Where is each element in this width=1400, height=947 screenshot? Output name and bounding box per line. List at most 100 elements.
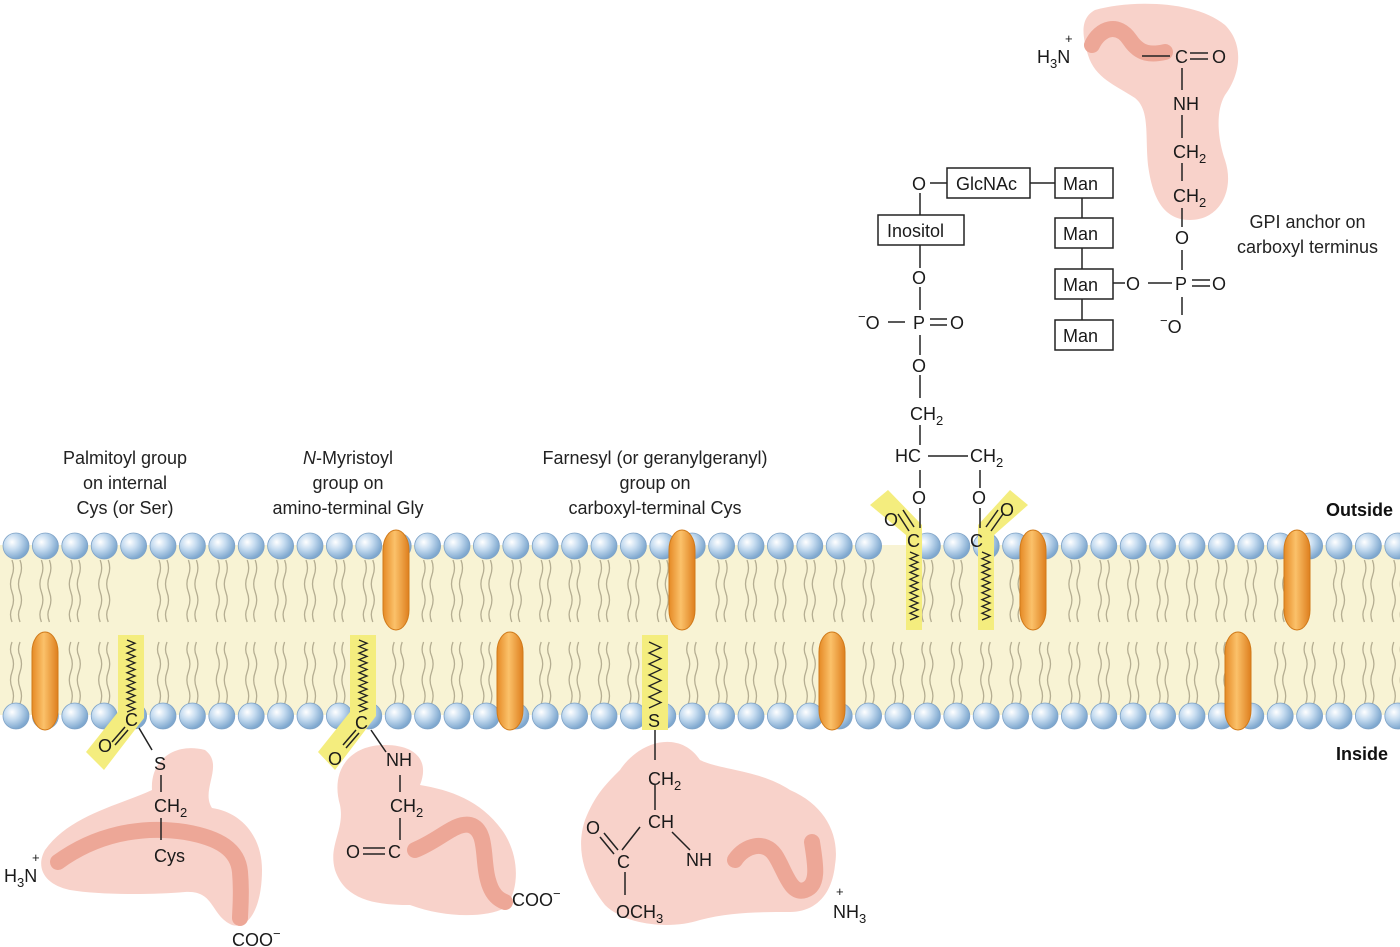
caption-line: amino-terminal Gly — [272, 498, 424, 518]
lipid-head — [1149, 532, 1176, 560]
lipid-head — [1090, 702, 1118, 730]
lipid-head — [1119, 532, 1147, 560]
gpi-H3N-plus: H3N — [1037, 47, 1070, 71]
gpi-O-carbonyl-right: O — [1000, 500, 1014, 520]
inositol-label: Inositol — [887, 221, 944, 241]
gpi-highlight-left — [870, 490, 922, 630]
lipid-tail — [421, 641, 426, 705]
lipid-tail — [392, 641, 397, 705]
lipid-tail — [1076, 559, 1081, 623]
gpi-CH2-lower: CH2 — [1173, 186, 1206, 210]
lipid-tail — [194, 641, 199, 705]
lipid-tail — [1311, 641, 1316, 705]
bond — [599, 836, 615, 855]
membrane-protein — [1283, 529, 1311, 631]
lipid-head — [767, 702, 794, 730]
lipid-tail — [980, 641, 985, 705]
gpi-highlight-right — [978, 490, 1028, 630]
lipid-head — [1296, 702, 1323, 730]
lipid-tail — [870, 559, 875, 623]
gpi-HC: HC — [895, 446, 921, 466]
gpi-C-left: C — [907, 531, 920, 551]
lipid-tail — [303, 559, 309, 623]
lipid-head — [296, 532, 324, 560]
membrane-protein — [496, 631, 524, 731]
myristoyl-COO-minus: COO− — [512, 886, 561, 910]
plus-charge: + — [32, 850, 40, 865]
lipid-head — [120, 532, 148, 560]
caption-line: group on — [619, 473, 691, 493]
lipid-tail — [1303, 641, 1308, 705]
lipid-tail — [1340, 641, 1346, 705]
lipid-head — [1325, 702, 1353, 730]
lipid-tail — [752, 641, 758, 705]
lipid-head — [855, 702, 882, 730]
man-label-1: Man — [1063, 174, 1098, 194]
gpi-O-carbonyl-left: O — [884, 510, 898, 530]
myristoyl-protein-blob — [333, 745, 516, 916]
lipid-tail — [362, 559, 367, 623]
lipid-tail — [774, 559, 779, 623]
lipid-head — [972, 702, 1000, 730]
lipid-tail — [76, 641, 81, 705]
lipid-tail — [1332, 559, 1338, 623]
lipid-tail — [744, 641, 750, 705]
lipid-tail — [1370, 641, 1375, 705]
lipid-tail — [605, 641, 611, 705]
lipid-tail — [253, 559, 258, 623]
lipid-head — [590, 702, 618, 730]
lipid-tail — [1164, 641, 1169, 705]
lipid-head — [561, 532, 588, 560]
membrane-protein — [382, 529, 410, 631]
gpi-C-top: C — [1175, 47, 1188, 67]
lipid-head — [1355, 702, 1382, 730]
lipid-tail — [950, 641, 955, 705]
lipid-head — [1355, 532, 1382, 560]
palmitoyl-anchor: C O S CH2 Cys H3N + COO− — [4, 635, 281, 947]
lipid-tail — [723, 559, 728, 623]
caption-line: on internal — [82, 473, 168, 493]
man-label-4: Man — [1063, 326, 1098, 346]
bond — [603, 832, 619, 851]
lipid-head — [825, 532, 853, 560]
lipid-tail — [98, 641, 103, 705]
gpi-O-2: O — [912, 356, 926, 376]
gpi-O-top-right: O — [1212, 47, 1226, 67]
lipid-tail — [458, 559, 464, 623]
lipid-tail — [370, 559, 375, 623]
lipid-tail — [1127, 641, 1132, 705]
palmitoyl-Cys: Cys — [154, 846, 185, 866]
lipid-tail — [282, 559, 287, 623]
palmitoyl-COO-minus: COO− — [232, 926, 281, 947]
gpi-O-dbl-right: O — [1212, 274, 1226, 294]
gpi-bonds — [888, 52, 1210, 532]
caption-text: -Myristoyl — [316, 448, 393, 468]
lipid-tail — [723, 641, 728, 705]
lipid-tail — [156, 559, 162, 623]
myristoyl-C-carbonyl: C — [388, 842, 401, 862]
lipid-head — [1237, 532, 1265, 560]
lipid-tail — [488, 559, 493, 623]
lipid-tail — [627, 641, 632, 705]
lipid-head — [267, 702, 295, 730]
lipid-tail — [803, 641, 808, 705]
lipid-tail — [841, 559, 846, 623]
lipid-tail — [164, 559, 170, 623]
lipid-tail — [9, 559, 15, 623]
lipid-tail — [282, 641, 287, 705]
lipid-head — [237, 702, 265, 730]
gpi-protein-chain — [1084, 21, 1173, 62]
lipid-tail — [635, 559, 640, 623]
gpi-O-1: O — [912, 268, 926, 288]
lipid-tail — [1370, 559, 1375, 623]
lipid-tail — [862, 559, 867, 623]
bond — [621, 826, 641, 851]
lipid-tail — [68, 641, 73, 705]
lipid-tail — [1017, 641, 1022, 705]
palmitoyl-H3N-plus: H3N — [4, 866, 37, 890]
lipid-tail — [333, 559, 338, 623]
gpi-O-dbl-left: O — [950, 313, 964, 333]
lipid-head — [1178, 702, 1206, 730]
lipid-head — [296, 702, 324, 730]
lipid-tail — [245, 641, 250, 705]
